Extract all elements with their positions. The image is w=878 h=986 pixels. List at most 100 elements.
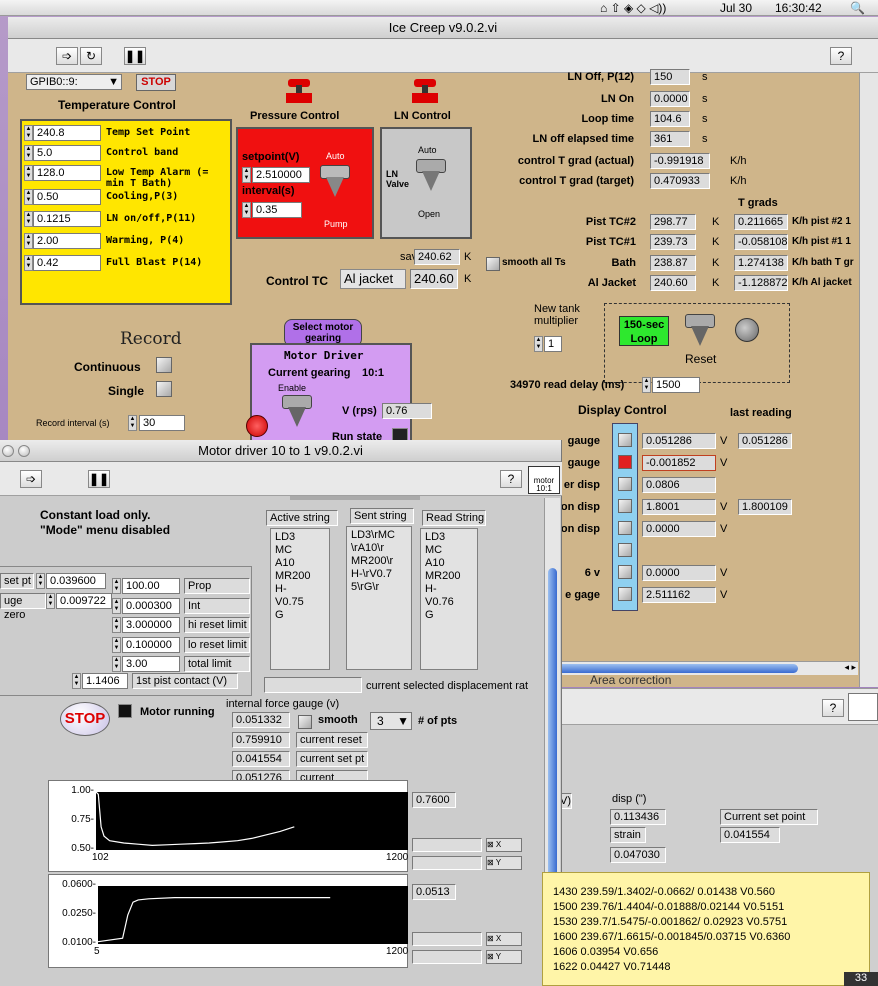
- current-set-point-value: 0.041554: [720, 827, 780, 843]
- temp-row-input[interactable]: 2.00: [33, 233, 101, 249]
- pid-input[interactable]: 0.100000: [122, 637, 180, 653]
- window-minimize-icon[interactable]: [18, 445, 30, 457]
- graph2-scroll-x[interactable]: [412, 932, 482, 946]
- display-row-toggle[interactable]: [618, 455, 632, 469]
- help-button[interactable]: ?: [830, 47, 852, 65]
- motor-stop-led[interactable]: [246, 415, 268, 437]
- display-row-toggle[interactable]: [618, 433, 632, 447]
- pid-spinner[interactable]: ▲▼: [112, 656, 121, 672]
- smooth-checkbox[interactable]: [298, 715, 312, 729]
- setpoint-spinner[interactable]: ▲▼: [242, 167, 251, 183]
- display-row-toggle[interactable]: [618, 565, 632, 579]
- smooth-all-checkbox[interactable]: [486, 257, 500, 271]
- temp-row-input[interactable]: 0.42: [33, 255, 101, 271]
- record-interval-label: Record interval (s): [36, 418, 110, 428]
- record-interval-input[interactable]: 30: [139, 415, 185, 431]
- display-row-toggle[interactable]: [618, 543, 632, 557]
- continuous-checkbox[interactable]: [156, 357, 172, 373]
- temp-row-spinner[interactable]: ▲▼: [24, 255, 33, 271]
- interval-spinner[interactable]: ▲▼: [242, 202, 251, 218]
- reset-led[interactable]: [735, 318, 759, 342]
- spotlight-icon[interactable]: 🔍: [850, 1, 865, 15]
- motor-window: Motor driver 10 to 1 v9.0.2.vi ➩ ❚❚ ? mo…: [0, 440, 562, 986]
- temp-row-spinner[interactable]: ▲▼: [24, 189, 33, 205]
- ln-status-label: Loop time: [581, 113, 634, 125]
- disp-value: 0.113436: [610, 809, 666, 825]
- display-row-value: 2.511162: [642, 587, 716, 603]
- log-line: 1600 239.67/1.6615/-0.001845/0.03715 V0.…: [553, 930, 863, 945]
- graph2-scale-x-icon[interactable]: ⊠ X: [486, 932, 522, 946]
- graph1-plot: [96, 792, 408, 850]
- display-row-toggle[interactable]: [618, 499, 632, 513]
- temp-row-input[interactable]: 0.50: [33, 189, 101, 205]
- sent-string-list: LD3\rMC \rA10\r MR200\r H-\rV0.7 5\rG\r: [346, 526, 412, 670]
- temp-row-spinner[interactable]: ▲▼: [24, 211, 33, 227]
- motor-vscroll[interactable]: [544, 498, 560, 928]
- temp-row-input[interactable]: 5.0: [33, 145, 101, 161]
- ln-valve-toggle[interactable]: [416, 159, 446, 195]
- main-vscroll[interactable]: [859, 73, 878, 687]
- pid-spinner[interactable]: ▲▼: [112, 617, 121, 633]
- temp-row-spinner[interactable]: ▲▼: [24, 233, 33, 249]
- graph2-scale-y-icon[interactable]: ⊠ Y: [486, 950, 522, 964]
- pts-select[interactable]: 3 ▼: [370, 712, 412, 730]
- pid-input[interactable]: 100.00: [122, 578, 180, 594]
- pid-input[interactable]: 3.000000: [122, 617, 180, 633]
- graph1-scale-x-icon[interactable]: ⊠ X: [486, 838, 522, 852]
- pause-button[interactable]: ❚❚: [124, 47, 146, 65]
- interval-input[interactable]: 0.35: [252, 202, 302, 218]
- tank-multiplier-input[interactable]: 1: [544, 336, 562, 352]
- display-row-toggle[interactable]: [618, 521, 632, 535]
- ln-status-label: LN off elapsed time: [533, 133, 634, 145]
- temp-row-input[interactable]: 0.1215: [33, 211, 101, 227]
- graph1-readout: 0.7600: [412, 792, 456, 808]
- temp-row-input[interactable]: 128.0: [33, 165, 101, 181]
- sent-string-title: Sent string: [350, 508, 414, 524]
- display-row-toggle[interactable]: [618, 477, 632, 491]
- temp-row-spinner[interactable]: ▲▼: [24, 125, 33, 141]
- run-arrow-button[interactable]: ➩: [56, 47, 78, 65]
- graph1-scroll-y[interactable]: [412, 856, 482, 870]
- temp-table-label: Bath: [612, 257, 636, 269]
- motor-driver-title: Motor Driver: [284, 349, 363, 362]
- motor-stop-button[interactable]: STOP: [60, 702, 110, 736]
- setpoint-input[interactable]: 2.510000: [252, 167, 310, 183]
- gpib-select[interactable]: GPIB0::9: ▼: [26, 74, 122, 90]
- temp-row-spinner[interactable]: ▲▼: [24, 145, 33, 161]
- record-interval-spinner[interactable]: ▲▼: [128, 415, 137, 431]
- graph2-scroll-y[interactable]: [412, 950, 482, 964]
- motor-pause-button[interactable]: ❚❚: [88, 470, 110, 488]
- enable-toggle[interactable]: [282, 395, 312, 431]
- display-row-toggle[interactable]: [618, 587, 632, 601]
- run-continuous-button[interactable]: ↻: [80, 47, 102, 65]
- pid-input[interactable]: 0.000300: [122, 598, 180, 614]
- display-row-label: 6 v: [585, 567, 600, 579]
- motor-help-button[interactable]: ?: [500, 470, 522, 488]
- control-tc-select[interactable]: Al jacket: [340, 269, 406, 289]
- temp-row-label: Temp Set Point: [106, 127, 226, 138]
- loop-toggle[interactable]: [685, 314, 715, 350]
- pid-label: Prop: [184, 578, 250, 594]
- read-delay-input[interactable]: 1500: [652, 377, 700, 393]
- temp-row-spinner[interactable]: ▲▼: [24, 165, 33, 181]
- window-close-icon[interactable]: [2, 445, 14, 457]
- pid-input[interactable]: 3.00: [122, 656, 180, 672]
- loop-button[interactable]: 150-sec Loop: [619, 316, 669, 346]
- pid-spinner[interactable]: ▲▼: [112, 598, 121, 614]
- pist-contact-spinner[interactable]: ▲▼: [72, 673, 81, 689]
- graph1-scroll-x[interactable]: [412, 838, 482, 852]
- graph1-scale-y-icon[interactable]: ⊠ Y: [486, 856, 522, 870]
- pid-spinner[interactable]: ▲▼: [112, 637, 121, 653]
- single-checkbox[interactable]: [156, 381, 172, 397]
- temp-row-input[interactable]: 240.8: [33, 125, 101, 141]
- pid-spinner[interactable]: ▲▼: [112, 578, 121, 594]
- temp-table-grad: -1.128872: [734, 275, 788, 291]
- tank-spinner[interactable]: ▲▼: [534, 336, 543, 352]
- read-delay-spinner[interactable]: ▲▼: [642, 377, 651, 393]
- pist-contact-input[interactable]: 1.1406: [82, 673, 128, 689]
- pump-toggle[interactable]: [320, 165, 350, 201]
- back-help-button[interactable]: ?: [822, 699, 844, 717]
- selected-disp-label: current selected displacement rat: [366, 680, 528, 692]
- main-stop-button[interactable]: STOP: [136, 74, 176, 91]
- motor-run-arrow-button[interactable]: ➩: [20, 470, 42, 488]
